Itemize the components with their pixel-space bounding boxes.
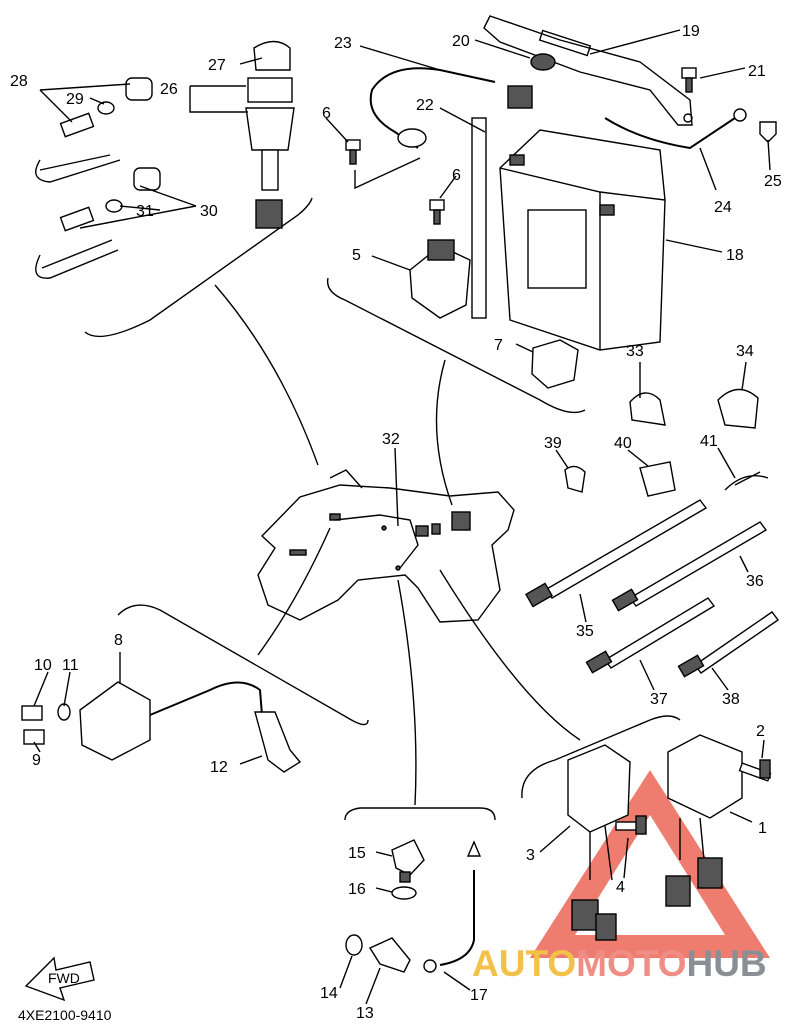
part-20-grommet bbox=[530, 53, 556, 71]
washer-11 bbox=[57, 703, 71, 721]
bolt-6b bbox=[429, 199, 445, 225]
bolt-4 bbox=[615, 815, 647, 835]
callout-6b: 6 bbox=[452, 167, 461, 184]
callout-26: 26 bbox=[160, 81, 178, 98]
cable-23 bbox=[369, 67, 496, 149]
callout-16: 16 bbox=[348, 881, 366, 898]
callout-13: 13 bbox=[356, 1005, 374, 1022]
cable-tie-35 bbox=[525, 499, 708, 608]
callout-40: 40 bbox=[614, 435, 632, 452]
callout-27: 27 bbox=[208, 57, 226, 74]
callout-33: 33 bbox=[626, 343, 644, 360]
cable-24 bbox=[604, 117, 736, 150]
watermark-text: AUTOMOTOHUB bbox=[472, 943, 767, 984]
thermo-switch-15 bbox=[391, 839, 425, 883]
cable-tie-37 bbox=[585, 597, 716, 674]
callout-8: 8 bbox=[114, 632, 123, 649]
clip-34 bbox=[717, 388, 759, 429]
watermark-hub: HUB bbox=[686, 943, 766, 984]
part-22 bbox=[471, 117, 487, 319]
callout-36: 36 bbox=[746, 573, 764, 590]
sensor-30 bbox=[35, 167, 161, 279]
watermark-auto: AUTO bbox=[472, 943, 576, 984]
callout-12: 12 bbox=[210, 759, 228, 776]
callout-28: 28 bbox=[10, 73, 28, 90]
callout-35: 35 bbox=[576, 623, 594, 640]
callout-37: 37 bbox=[650, 691, 668, 708]
sensor-28 bbox=[35, 77, 153, 183]
watermark-moto: MOTO bbox=[576, 943, 686, 984]
callout-32: 32 bbox=[382, 431, 400, 448]
callout-6a: 6 bbox=[322, 105, 331, 122]
callout-15: 15 bbox=[348, 845, 366, 862]
callout-18: 18 bbox=[726, 247, 744, 264]
leader-lines bbox=[84, 197, 681, 821]
callout-1: 1 bbox=[758, 820, 767, 837]
bolt-2 bbox=[738, 759, 772, 782]
rectifier-3 bbox=[567, 744, 631, 941]
fwd-arrow: FWD bbox=[24, 956, 95, 1002]
callout-17: 17 bbox=[470, 987, 488, 1004]
cable-tie-36 bbox=[611, 521, 768, 612]
clip-33 bbox=[629, 392, 666, 426]
callout-20: 20 bbox=[452, 33, 470, 50]
callout-14: 14 bbox=[320, 985, 338, 1002]
callout-39: 39 bbox=[544, 435, 562, 452]
clip-39 bbox=[564, 465, 586, 493]
callout-38: 38 bbox=[722, 691, 740, 708]
callout-11: 11 bbox=[62, 657, 79, 674]
callout-2: 2 bbox=[756, 723, 765, 740]
callout-labels: 1 2 3 4 5 6 6 7 8 9 10 11 12 13 14 15 16… bbox=[10, 23, 782, 1022]
clip-40 bbox=[639, 461, 676, 497]
cable-tie-38 bbox=[677, 611, 779, 678]
callout-7: 7 bbox=[494, 337, 503, 354]
motorcycle-silhouette bbox=[257, 469, 515, 623]
callout-23: 23 bbox=[334, 35, 352, 52]
sensor-13 bbox=[368, 937, 411, 973]
svg-text:AUTOMOTOHUB: AUTOMOTOHUB bbox=[472, 943, 767, 984]
callout-41: 41 bbox=[700, 433, 718, 450]
bolt-6a bbox=[345, 139, 361, 165]
callout-25: 25 bbox=[764, 173, 782, 190]
callout-9: 9 bbox=[32, 752, 41, 769]
lead-17 bbox=[423, 840, 482, 973]
ignition-coil-8 bbox=[79, 681, 302, 773]
callout-21: 21 bbox=[748, 63, 766, 80]
diagram-code: 4XE2100-9410 bbox=[18, 1007, 112, 1023]
bolt-21 bbox=[681, 67, 697, 93]
washer-14 bbox=[345, 934, 363, 956]
callout-4: 4 bbox=[616, 879, 625, 896]
relay-7 bbox=[531, 339, 579, 389]
callout-22: 22 bbox=[416, 97, 434, 114]
callout-leaders bbox=[33, 29, 771, 1005]
main-switch-26 bbox=[245, 40, 295, 229]
part-25 bbox=[759, 121, 777, 143]
callout-34: 34 bbox=[736, 343, 754, 360]
battery-18 bbox=[499, 129, 666, 351]
callout-30: 30 bbox=[200, 203, 218, 220]
callout-31: 31 bbox=[136, 203, 154, 220]
callout-3: 3 bbox=[526, 847, 535, 864]
clip-41 bbox=[724, 471, 769, 491]
callout-29: 29 bbox=[66, 91, 84, 108]
washer-16 bbox=[391, 886, 417, 900]
cdi-unit-1 bbox=[665, 734, 743, 907]
bolt-10 bbox=[21, 705, 43, 721]
fwd-label: FWD bbox=[48, 970, 80, 986]
callout-19: 19 bbox=[682, 23, 700, 40]
starter-relay-5 bbox=[409, 239, 471, 319]
callout-24: 24 bbox=[714, 199, 732, 216]
callout-5: 5 bbox=[352, 247, 361, 264]
bracket-19 bbox=[483, 15, 693, 126]
nut-9 bbox=[23, 729, 45, 745]
callout-10: 10 bbox=[34, 657, 52, 674]
